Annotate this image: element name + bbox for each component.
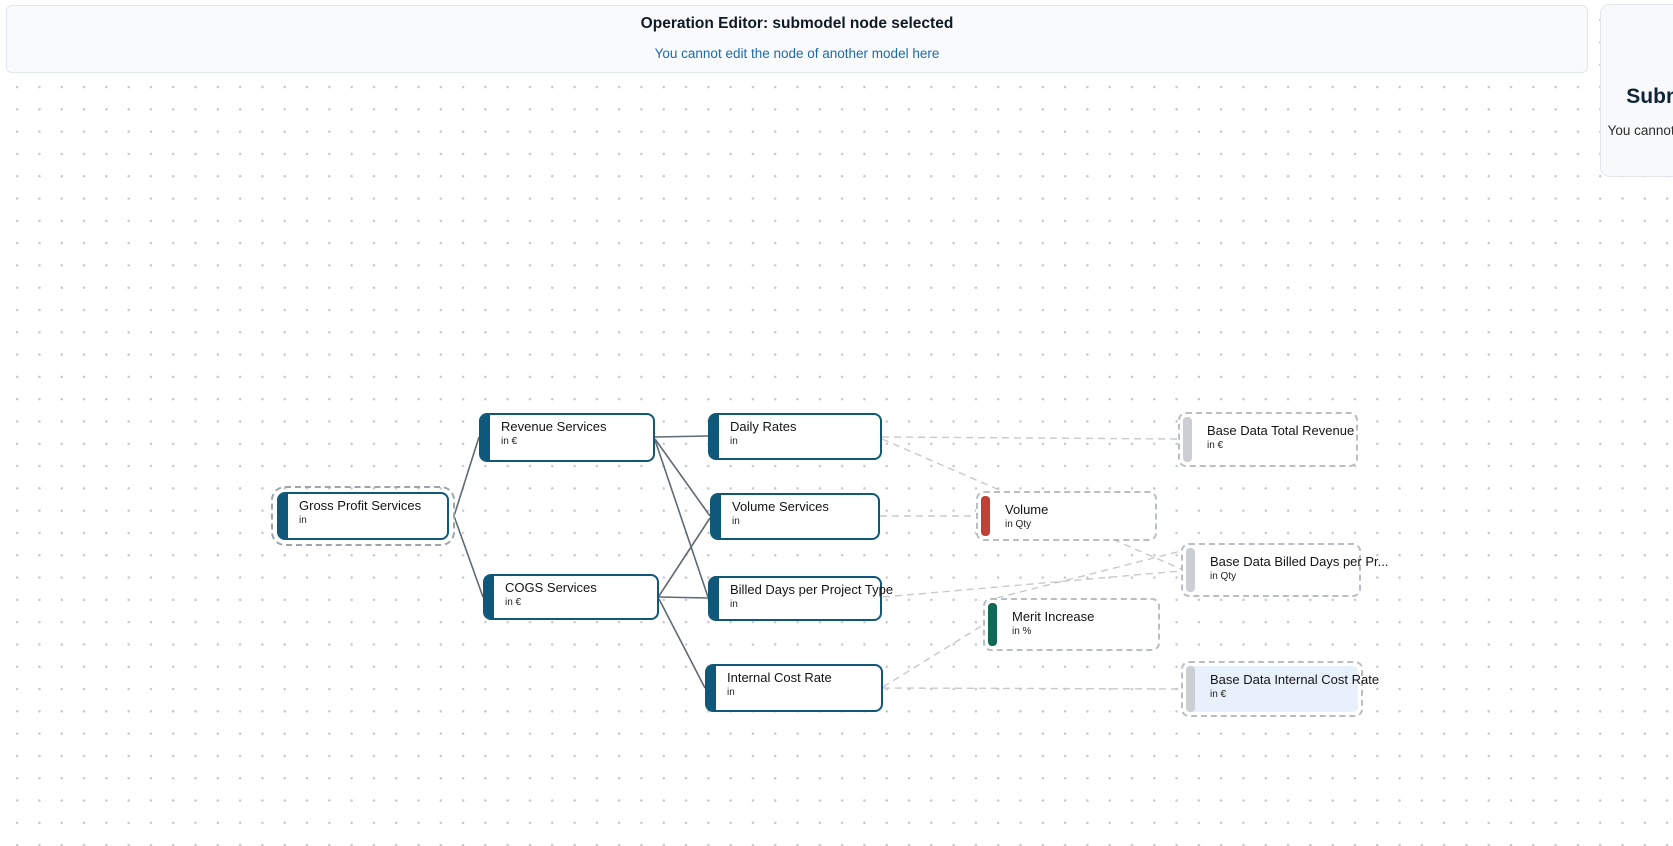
accent-bar-blue: [279, 494, 288, 538]
edge-cogs-services--billed-days-per-project-type: [658, 596, 709, 599]
node-title: Internal Cost Rate: [727, 670, 832, 685]
node-title: Revenue Services: [501, 419, 607, 434]
operation-editor-banner: Operation Editor: submodel node selected…: [6, 5, 1588, 73]
accent-bar-blue: [481, 415, 490, 460]
edge-daily-rates--base-data-total-revenue: [881, 436, 1179, 440]
accent-bar-blue: [710, 578, 719, 619]
edge-gross-profit-services--revenue-services: [453, 436, 480, 517]
banner-title: Operation Editor: submodel node selected: [640, 15, 954, 32]
accent-bar-blue: [485, 576, 494, 618]
node-title: Base Data Total Revenue: [1207, 423, 1355, 438]
node-title: Daily Rates: [730, 419, 797, 434]
node-unit: in €: [1207, 439, 1224, 451]
accent-bar-blue: [710, 415, 719, 458]
accent-bar-red: [981, 496, 990, 536]
node-unit: in: [730, 435, 738, 447]
accent-bar-blue: [707, 666, 716, 710]
node-title: Volume: [1005, 502, 1049, 517]
node-title: COGS Services: [505, 580, 597, 595]
edge-cogs-services--internal-cost-rate: [658, 598, 706, 689]
node-unit: in Qty: [1005, 518, 1032, 530]
node-unit: in %: [1012, 625, 1032, 637]
edge-merit-increase--base-data-billed-days: [984, 550, 1182, 602]
edge-revenue-services--volume-services: [654, 438, 711, 517]
node-unit: in: [732, 515, 740, 527]
edge-revenue-services--daily-rates: [654, 435, 709, 438]
node-base-data-billed-days[interactable]: Base Data Billed Days per Pr...in Qty: [1181, 543, 1388, 597]
edge-gross-profit-services--cogs-services: [453, 515, 484, 598]
node-unit: in €: [505, 596, 522, 608]
node-unit: in Qty: [1210, 570, 1237, 582]
node-title: Base Data Billed Days per Pr...: [1210, 554, 1389, 569]
submodel-panel: Submodel node selected You cannot edit t…: [1600, 4, 1673, 177]
node-unit: in: [730, 598, 738, 610]
accent-bar-grey: [1186, 666, 1195, 712]
edge-internal-cost-rate--base-data-internal-cost-rate: [882, 687, 1182, 690]
node-unit: in: [299, 514, 307, 526]
edge-billed-days-per-project-type--base-data-billed-days: [882, 570, 1182, 598]
node-unit: in €: [1210, 688, 1227, 700]
node-title: Base Data Internal Cost Rate: [1210, 672, 1380, 687]
edge-daily-rates--base-data-billed-days: [881, 438, 1182, 570]
accent-bar-blue: [712, 495, 721, 538]
edge-cogs-services--volume-services: [658, 517, 711, 597]
node-title: Gross Profit Services: [299, 498, 422, 513]
banner-message: You cannot edit the node of another mode…: [654, 46, 940, 61]
node-unit: in €: [501, 435, 518, 447]
accent-bar-grey: [1183, 417, 1192, 462]
node-unit: in: [727, 686, 735, 698]
node-title: Merit Increase: [1012, 609, 1095, 624]
node-title: Volume Services: [732, 499, 829, 514]
submodel-panel-title: Submodel node selected: [1626, 85, 1673, 108]
accent-bar-grey: [1186, 548, 1195, 592]
edge-internal-cost-rate--merit-increase: [882, 624, 984, 688]
node-text: Base Data Billed Days per Pr...in Qty: [1210, 554, 1388, 582]
node-title: Billed Days per Project Type: [730, 582, 894, 597]
edge-revenue-services--billed-days-per-project-type: [654, 439, 709, 598]
submodel-panel-message: You cannot edit the node of another mode…: [1607, 123, 1673, 138]
accent-bar-green: [988, 603, 997, 646]
